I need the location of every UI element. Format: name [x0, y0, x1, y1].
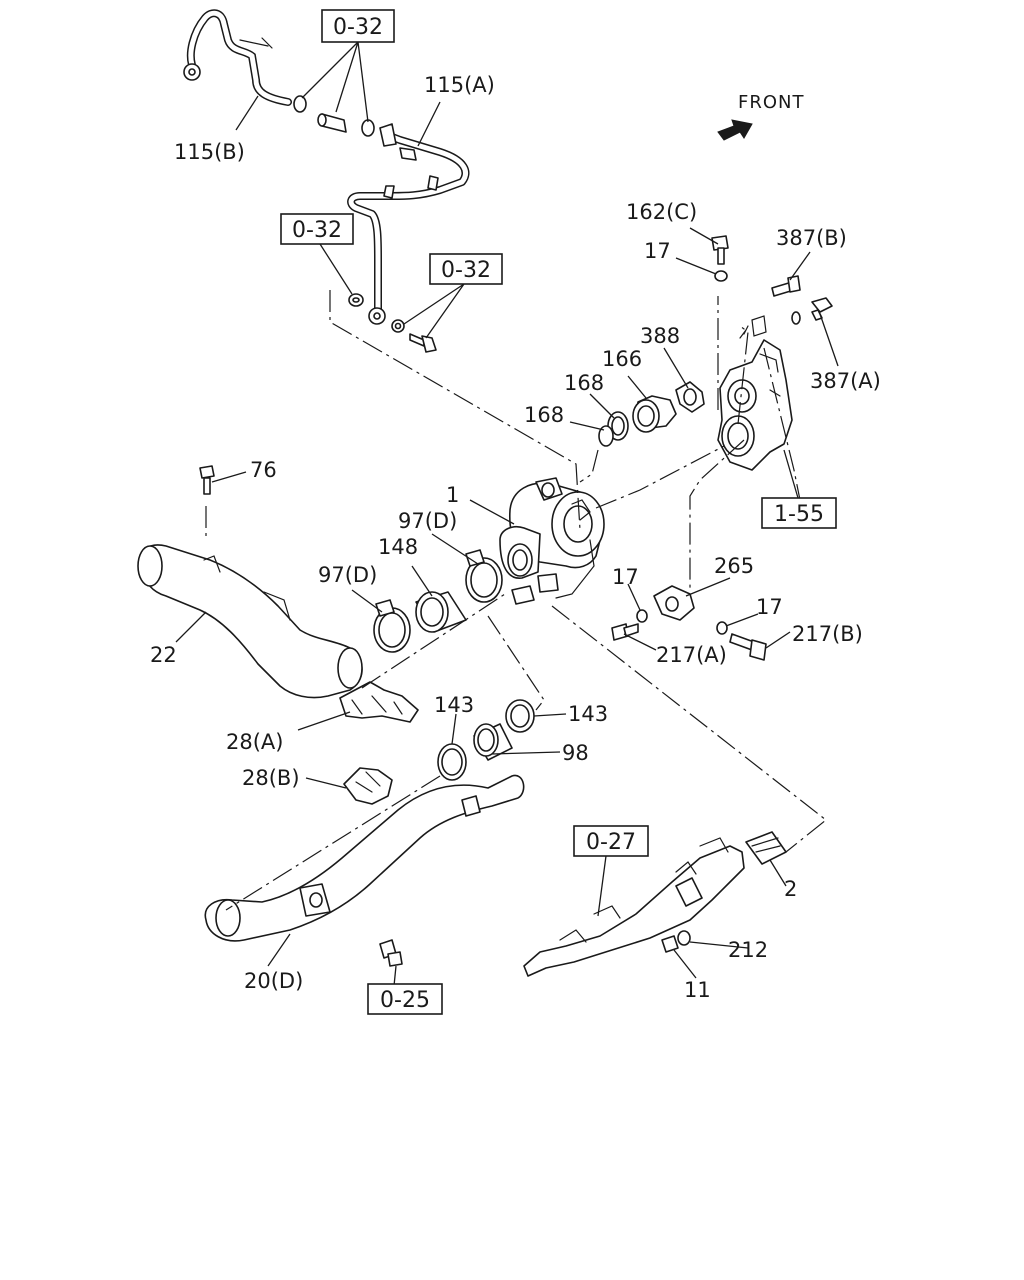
reference-label: 0-25	[380, 988, 430, 1013]
callout-168: 168	[564, 371, 604, 395]
leader-lines	[175, 41, 839, 987]
sleeve-148	[415, 591, 467, 633]
reference-0-25[interactable]: 0-25	[367, 983, 443, 1015]
turbine-outlet-housing	[717, 315, 793, 471]
oil-pipe-115b	[183, 9, 292, 106]
callout-97d: 97(D)	[398, 509, 457, 533]
callout-115a: 115(A)	[424, 73, 495, 97]
reference-0-27[interactable]: 0-27	[573, 825, 649, 857]
front-label: FRONT	[738, 92, 805, 113]
hose-98	[473, 723, 513, 761]
bolt-217b	[729, 633, 767, 661]
assembly-centerlines	[205, 290, 827, 911]
callout-28a: 28(A)	[226, 730, 283, 754]
reference-0-32-left[interactable]: 0-32	[280, 213, 354, 245]
reference-0-32-top[interactable]: 0-32	[321, 9, 395, 43]
callout-17: 17	[756, 595, 783, 619]
callout-17: 17	[612, 565, 639, 589]
exhaust-assembly-2	[523, 831, 787, 977]
heat-shield-28b	[343, 767, 393, 805]
exhaust-pipe-20d	[204, 774, 525, 967]
callout-20d: 20(D)	[244, 969, 303, 993]
reference-0-32-mid[interactable]: 0-32	[429, 253, 503, 285]
clamp-97d-upper	[465, 549, 503, 603]
bolt-162c	[711, 235, 729, 265]
callout-97d: 97(D)	[318, 563, 377, 587]
callout-265: 265	[714, 554, 754, 578]
reference-label: 1-55	[774, 502, 824, 527]
callout-28b: 28(B)	[242, 766, 300, 790]
exhaust-pipe-22	[137, 465, 363, 699]
callout-148: 148	[378, 535, 418, 559]
callout-143: 143	[568, 702, 608, 726]
callout-98: 98	[562, 741, 589, 765]
washer-17-upper	[714, 270, 728, 282]
clamp-97d-lower	[373, 599, 411, 653]
callout-11: 11	[684, 978, 711, 1002]
callout-387b: 387(B)	[776, 226, 847, 250]
callout-labels: 115(A) 115(B) 162(C) 17 387(B) 388 166 3…	[150, 73, 881, 1002]
callout-76: 76	[250, 458, 277, 482]
ring-168	[598, 411, 629, 447]
callout-17: 17	[644, 239, 671, 263]
callout-162c: 162(C)	[626, 200, 697, 224]
callout-168: 168	[524, 403, 564, 427]
reference-label: 0-32	[441, 258, 491, 283]
callout-2: 2	[784, 877, 797, 901]
washer-17-left	[636, 609, 648, 623]
callout-143: 143	[434, 693, 474, 717]
callout-217b: 217(B)	[792, 622, 863, 646]
bolt-387b	[771, 275, 801, 297]
front-arrow-icon	[717, 119, 753, 141]
elbow-166	[632, 395, 677, 433]
callout-1: 1	[446, 483, 459, 507]
callout-212: 212	[728, 938, 768, 962]
callout-388: 388	[640, 324, 680, 348]
oil-pipe-115a	[347, 123, 470, 325]
bolt-387a	[811, 297, 833, 321]
eye-bolt-washers	[348, 293, 437, 353]
bolt-217a	[611, 623, 639, 641]
reference-label: 0-27	[586, 830, 636, 855]
reference-label: 0-32	[292, 218, 342, 243]
union-fittings	[293, 95, 375, 137]
front-arrow-indicator: FRONT	[717, 92, 805, 141]
washer-right	[791, 311, 801, 325]
callout-217a: 217(A)	[656, 643, 727, 667]
clamp-143-upper	[505, 699, 535, 733]
clamp-143-lower	[437, 743, 467, 781]
reference-label: 0-32	[333, 15, 383, 40]
heat-shield-28a	[339, 681, 419, 723]
callout-22: 22	[150, 643, 177, 667]
callout-115b: 115(B)	[174, 140, 245, 164]
washer-17-right	[716, 621, 728, 635]
turbocharger	[499, 477, 605, 605]
callout-166: 166	[602, 347, 642, 371]
reference-1-55[interactable]: 1-55	[761, 497, 837, 529]
gasket-388	[675, 381, 705, 413]
bracket-265	[653, 585, 695, 621]
callout-387a: 387(A)	[810, 369, 881, 393]
